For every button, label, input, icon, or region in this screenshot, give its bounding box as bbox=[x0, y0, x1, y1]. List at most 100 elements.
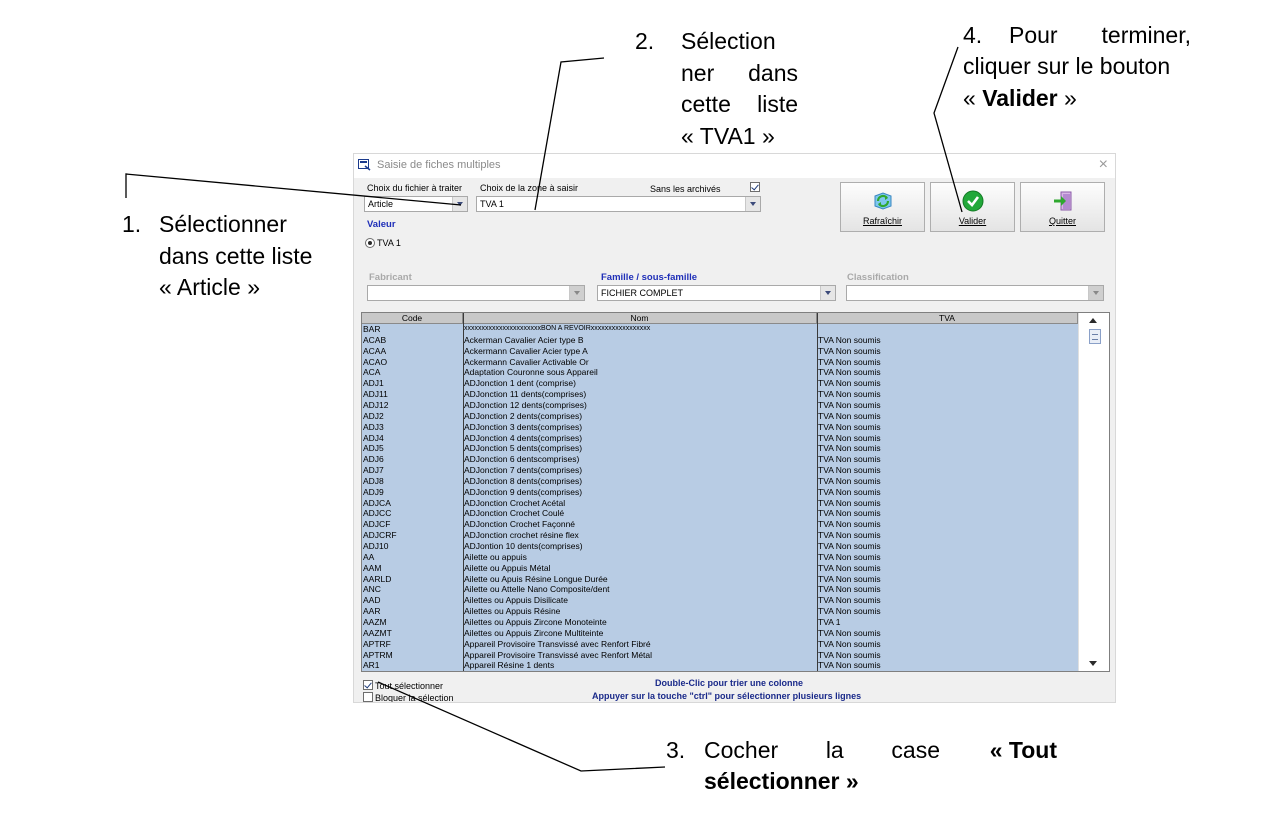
cell-tva: TVA Non soumis bbox=[818, 606, 881, 617]
cell-code: ADJ12 bbox=[363, 399, 389, 410]
cell-code: ACAA bbox=[363, 345, 387, 356]
cell-code: ADJCF bbox=[363, 519, 391, 530]
refresh-button[interactable]: Rafraîchir bbox=[840, 182, 925, 232]
annotation-4-quote-open: « bbox=[963, 84, 983, 111]
grid-scrollbar[interactable] bbox=[1078, 313, 1109, 671]
cell-code: ADJ3 bbox=[363, 421, 384, 432]
validate-button[interactable]: Valider bbox=[930, 182, 1015, 232]
value-radio[interactable] bbox=[365, 238, 375, 248]
classification-select[interactable] bbox=[846, 285, 1104, 301]
annotation-4-line2: cliquer sur le bouton bbox=[963, 53, 1171, 79]
famille-select[interactable]: FICHIER COMPLET bbox=[597, 285, 836, 301]
cell-nom: Ailettes ou Appuis Résine bbox=[464, 606, 561, 617]
chevron-down-icon[interactable] bbox=[745, 197, 760, 211]
cell-code: ADJ4 bbox=[363, 432, 384, 443]
annotation-3-line1a: Cocher la case bbox=[704, 737, 940, 763]
chevron-down-icon[interactable] bbox=[820, 286, 835, 300]
file-choice-label: Choix du fichier à traiter bbox=[367, 183, 463, 193]
cell-code: AAZMT bbox=[363, 627, 392, 638]
cell-code: ANC bbox=[363, 584, 381, 595]
close-icon[interactable]: × bbox=[1098, 156, 1108, 173]
cell-nom: ADJonction 2 dents(comprises) bbox=[464, 410, 583, 421]
cell-tva: TVA Non soumis bbox=[818, 627, 881, 638]
scroll-up-arrow-icon[interactable] bbox=[1089, 318, 1097, 323]
cell-tva: TVA Non soumis bbox=[818, 649, 881, 660]
scroll-thumb[interactable] bbox=[1089, 329, 1101, 344]
column-header-tva[interactable]: TVA bbox=[817, 313, 1078, 324]
cell-tva: TVA Non soumis bbox=[818, 454, 881, 465]
sort-hint: Double-Clic pour trier une colonne bbox=[655, 678, 804, 688]
annotation-2-line3: cette liste bbox=[681, 91, 798, 117]
archived-checkbox[interactable] bbox=[750, 182, 760, 192]
chevron-down-icon[interactable] bbox=[569, 286, 584, 300]
column-header-nom[interactable]: Nom bbox=[463, 313, 817, 324]
cell-code: ADJ7 bbox=[363, 465, 384, 476]
cell-nom: Ackermann Cavalier Acier type A bbox=[464, 345, 588, 356]
cell-nom: Appareil Provisoire Transvissé avec Renf… bbox=[464, 638, 651, 649]
cell-nom: Ailettes ou Appuis Disilicate bbox=[464, 595, 568, 606]
value-option-label: TVA 1 bbox=[377, 238, 401, 248]
value-label: Valeur bbox=[367, 219, 396, 230]
cell-code: ACA bbox=[363, 367, 381, 378]
cell-tva: TVA Non soumis bbox=[818, 584, 881, 595]
check-icon bbox=[962, 190, 984, 212]
cell-tva: TVA Non soumis bbox=[818, 562, 881, 573]
lock-selection-checkbox[interactable] bbox=[363, 692, 373, 702]
cell-nom: ADJonction 1 dent (comprise) bbox=[464, 378, 576, 389]
quit-button[interactable]: Quitter bbox=[1020, 182, 1105, 232]
annotation-4-quote-close: » bbox=[1057, 84, 1077, 111]
lock-selection-label[interactable]: Bloquer la sélection bbox=[375, 693, 454, 703]
file-choice-select[interactable]: Article bbox=[364, 196, 468, 212]
chevron-down-icon[interactable] bbox=[1088, 286, 1103, 300]
cell-tva: TVA Non soumis bbox=[818, 660, 881, 671]
zone-choice-select[interactable]: TVA 1 bbox=[476, 196, 761, 212]
chevron-down-icon[interactable] bbox=[452, 197, 467, 211]
select-all-checkbox[interactable] bbox=[363, 680, 373, 690]
famille-value: FICHIER COMPLET bbox=[601, 288, 684, 298]
select-all-label[interactable]: Tout sélectionner bbox=[375, 681, 444, 691]
cell-code: BAR bbox=[363, 324, 381, 334]
annotation-4-line1: Pour terminer, bbox=[1009, 22, 1191, 48]
archived-label: Sans les archivés bbox=[650, 184, 721, 194]
cell-nom: ADJonction 4 dents(comprises) bbox=[464, 432, 583, 443]
fabricant-select[interactable] bbox=[367, 285, 585, 301]
cell-code: AAM bbox=[363, 562, 382, 573]
column-header-code[interactable]: Code bbox=[362, 313, 463, 324]
scroll-down-arrow-icon[interactable] bbox=[1089, 661, 1097, 666]
cell-code: AR1 bbox=[363, 660, 380, 671]
